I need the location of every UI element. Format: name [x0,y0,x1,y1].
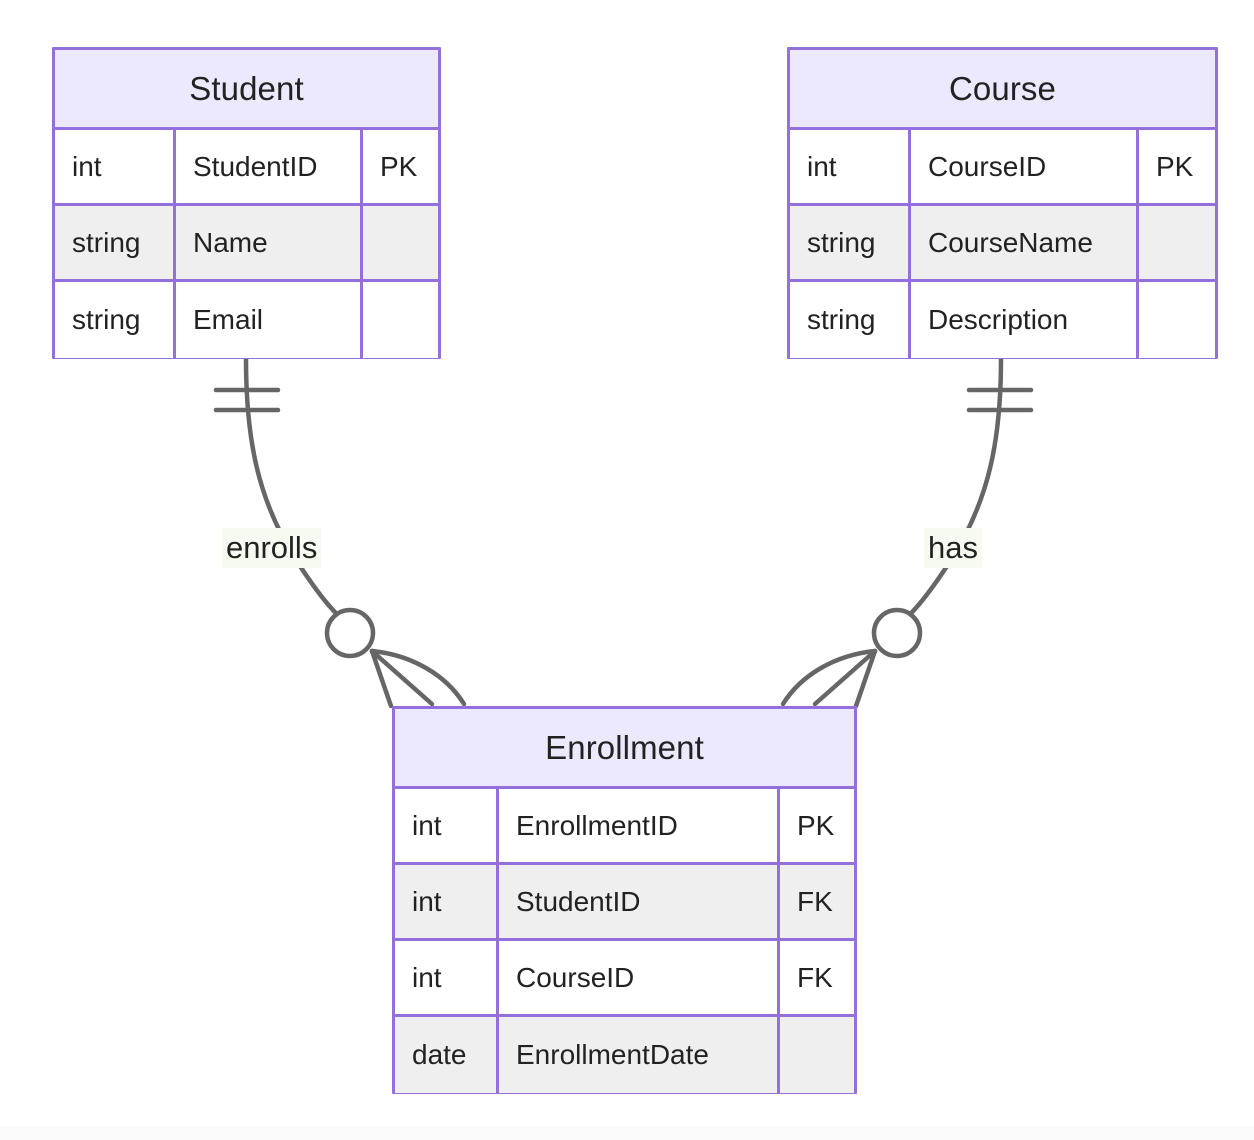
attribute-type: int [790,130,911,203]
entity-enrollment[interactable]: Enrollment int EnrollmentID PK int Stude… [392,706,857,1094]
attribute-row[interactable]: int EnrollmentID PK [395,789,854,865]
attribute-key: PK [1156,150,1194,182]
cardinality-exactly-one-course [966,387,1034,413]
entity-course[interactable]: Course int CourseID PK string CourseName… [787,47,1218,359]
relationship-label-has: has [924,528,982,568]
relationship-edge-course-enrollment [780,356,1034,709]
attribute-row[interactable]: date EnrollmentDate [395,1017,854,1093]
attribute-type: string [55,282,176,358]
attribute-name: CourseID [499,941,780,1014]
entity-student[interactable]: Student int StudentID PK string Name str… [52,47,441,359]
attribute-key: PK [380,150,418,182]
attribute-type: int [395,789,499,862]
attribute-row[interactable]: int CourseID PK [790,130,1215,206]
attribute-key: FK [797,961,833,993]
attribute-key [1139,206,1215,279]
attribute-row[interactable]: string Name [55,206,438,282]
attribute-key [363,206,438,279]
attribute-type: date [395,1017,499,1093]
attribute-key [363,282,438,358]
cardinality-zero-or-more-enrollment [324,607,467,709]
attribute-row[interactable]: int StudentID PK [55,130,438,206]
attribute-key [780,1017,854,1093]
attribute-name: StudentID [499,865,780,938]
entity-course-title: Course [790,50,1215,130]
attribute-name: EnrollmentID [499,789,780,862]
attribute-row[interactable]: int CourseID FK [395,941,854,1017]
relationship-label-enrolls: enrolls [222,528,322,568]
attribute-name: Description [911,282,1139,358]
attribute-name: StudentID [176,130,363,203]
cardinality-zero-or-more-enrollment-2 [780,607,923,709]
attribute-type: int [55,130,176,203]
entity-enrollment-title: Enrollment [395,709,854,789]
entity-student-title: Student [55,50,438,130]
cardinality-exactly-one-student [213,387,281,413]
attribute-type: int [395,941,499,1014]
attribute-key: PK [797,809,835,841]
attribute-type: string [790,282,911,358]
attribute-row[interactable]: string Description [790,282,1215,358]
attribute-type: string [790,206,911,279]
attribute-row[interactable]: string Email [55,282,438,358]
attribute-key [1139,282,1215,358]
attribute-name: EnrollmentDate [499,1017,780,1093]
attribute-key: FK [797,885,833,917]
attribute-row[interactable]: int StudentID FK [395,865,854,941]
attribute-type: string [55,206,176,279]
bottom-divider-band [0,1126,1254,1140]
attribute-name: Email [176,282,363,358]
attribute-name: CourseID [911,130,1139,203]
attribute-name: CourseName [911,206,1139,279]
attribute-type: int [395,865,499,938]
attribute-name: Name [176,206,363,279]
attribute-row[interactable]: string CourseName [790,206,1215,282]
